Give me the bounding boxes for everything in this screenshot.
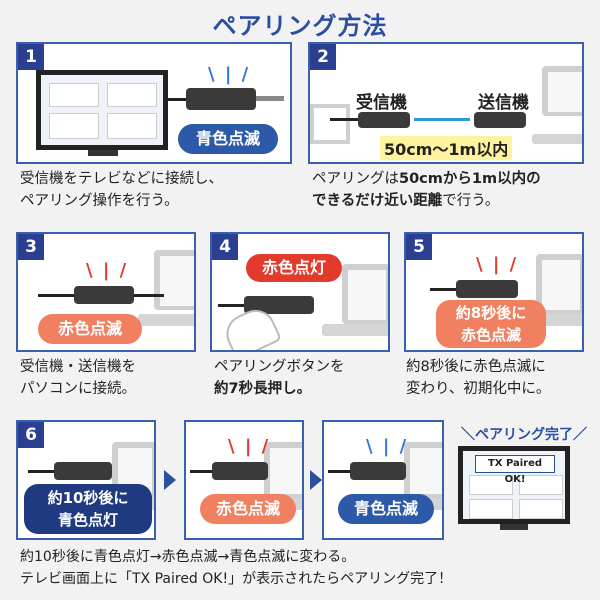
transmitter-label: 送信機 — [478, 93, 529, 113]
next-arrow-icon — [164, 470, 176, 490]
next-arrow-icon — [310, 470, 322, 490]
step-number: 4 — [212, 234, 238, 260]
step-6-panel: 6 約10秒後に 青色点灯 — [16, 420, 156, 540]
receiver-device — [358, 112, 410, 128]
device — [350, 462, 406, 480]
step-5-caption: 約8秒後に赤色点滅に 変わり、初期化中に。 — [406, 359, 551, 397]
step-6c-panel: \ | / 青色点滅 — [322, 420, 444, 540]
step-3-panel: 3 \ | / 赤色点滅 — [16, 232, 196, 352]
device — [456, 280, 518, 298]
step-2-panel: 2 受信機 送信機 50cm〜1m以内 — [308, 42, 584, 164]
blink-icon: \ | / — [228, 436, 271, 457]
step-1-caption: 受信機をテレビなどに接続し、 ペアリング操作を行う。 — [20, 171, 223, 209]
device — [54, 462, 112, 480]
distance-label: 50cm〜1m以内 — [380, 136, 513, 160]
step-number: 3 — [18, 234, 44, 260]
step-3-caption: 受信機・送信機を パソコンに接続。 — [20, 359, 136, 397]
transmitter-device — [474, 112, 526, 128]
pairing-complete-label: ＼ペアリング完了／ — [461, 427, 587, 443]
step-4-caption: ペアリングボタンを 約7秒長押し。 — [214, 359, 345, 397]
status-badge: 赤色点滅 — [200, 494, 296, 524]
status-badge: 青色点滅 — [338, 494, 434, 524]
tv-illustration — [36, 70, 168, 150]
step-4-panel: 4 赤色点灯 — [210, 232, 390, 352]
step-number: 2 — [310, 44, 336, 70]
status-badge: 約10秒後に 青色点灯 — [24, 484, 152, 534]
tv-illustration: TX Paired OK! — [458, 446, 570, 524]
receiver-label: 受信機 — [356, 93, 407, 113]
status-badge: 赤色点滅 — [38, 314, 142, 344]
blink-icon: \ | / — [476, 254, 519, 275]
blink-icon: \ | / — [366, 436, 409, 457]
status-badge: 青色点滅 — [178, 124, 278, 154]
receiver-device — [186, 88, 256, 110]
status-badge: 約8秒後に 赤色点滅 — [436, 300, 546, 348]
step-number: 1 — [18, 44, 44, 70]
step-1-panel: 1 \ | / 青色点滅 — [16, 42, 292, 164]
step-6b-panel: \ | / 赤色点滅 — [184, 420, 304, 540]
step-number: 5 — [406, 234, 432, 260]
page-title: ペアリング方法 — [212, 12, 388, 40]
step-2-caption: ペアリングは50cmから1m以内の できるだけ近い距離で行う。 — [312, 171, 541, 209]
distance-arrow-icon — [414, 118, 470, 121]
status-badge: 赤色点灯 — [246, 254, 342, 282]
device — [74, 286, 134, 304]
blink-icon: \ | / — [208, 64, 251, 85]
step-6-caption: 約10秒後に青色点灯→赤色点滅→青色点滅に変わる。 テレビ画面上に「TX Pai… — [20, 549, 453, 587]
step-5-panel: 5 \ | / 約8秒後に 赤色点滅 — [404, 232, 584, 352]
blink-icon: \ | / — [86, 260, 129, 281]
step-number: 6 — [18, 422, 44, 448]
device — [212, 462, 268, 480]
tv-message-popup: TX Paired OK! — [475, 455, 555, 485]
